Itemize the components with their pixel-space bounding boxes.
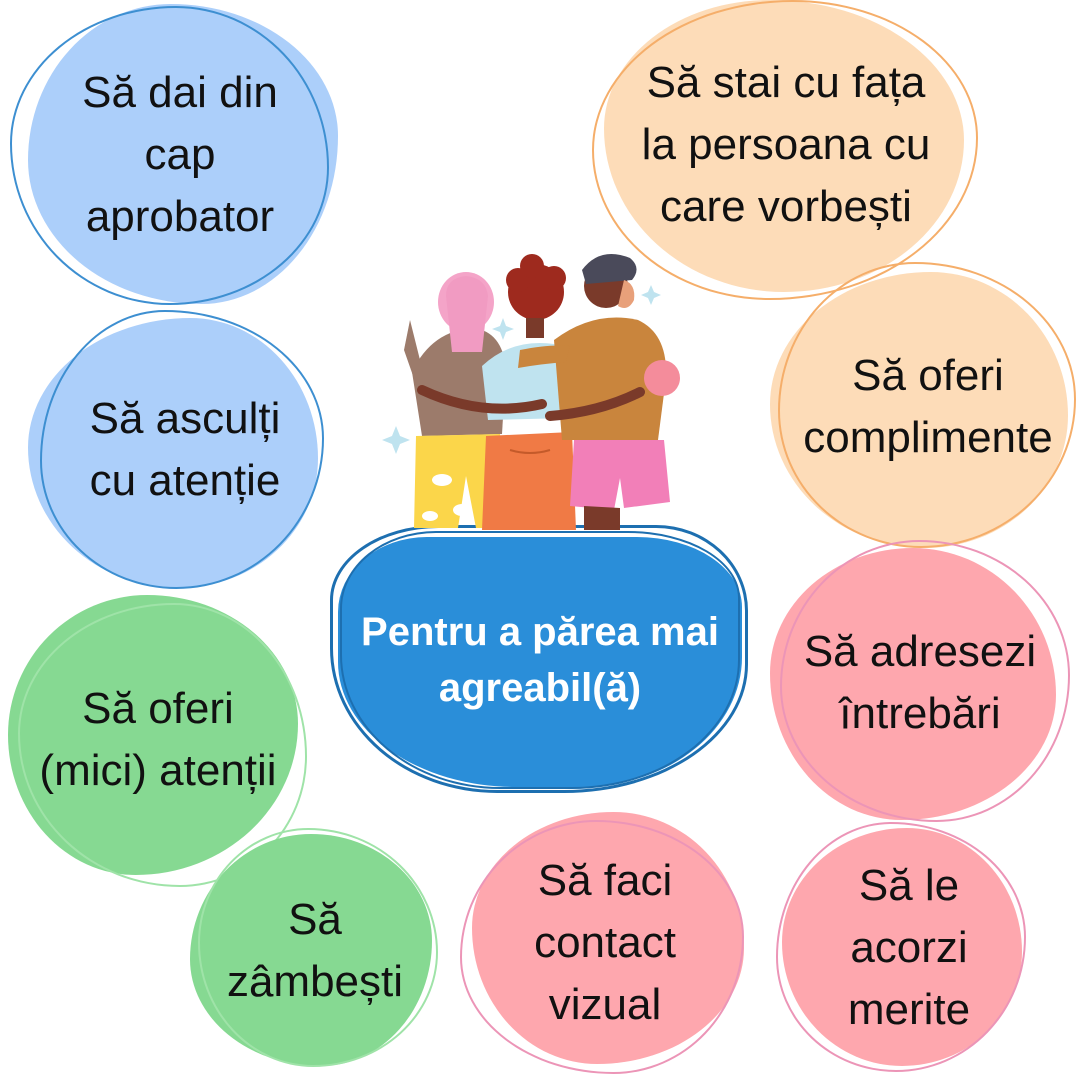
bubble-face: Să stai cu fața la persoana cu care vorb…	[592, 0, 980, 300]
center-title: Pentru a părea mai agreabil(ă)	[361, 610, 719, 710]
person-middle	[482, 254, 576, 530]
bubble-nod-text: Să dai din cap aprobator	[82, 68, 278, 241]
bubble-smile: Să zâmbești	[190, 828, 440, 1073]
bubble-questions: Să adresezi întrebări	[770, 540, 1070, 826]
bubble-merits-text: Să le acorzi merite	[847, 861, 971, 1034]
bubble-smile-text: Să zâmbești	[226, 894, 404, 1006]
bubble-eye-contact-text: Să faci contact vizual	[534, 856, 676, 1029]
three-friends-hugging-illustration	[370, 240, 700, 530]
center-title-bubble: Pentru a părea mai agreabil(ă)	[330, 525, 750, 795]
bubble-face-text: Să stai cu fața la persoana cu care vorb…	[641, 58, 931, 231]
bubble-nod: Să dai din cap aprobator	[10, 0, 340, 310]
bubble-compliments-text: Să oferi complimente	[803, 351, 1053, 462]
sparkle-icons	[382, 285, 661, 454]
bubble-attentions-text: Să oferi (mici) atenții	[39, 684, 277, 795]
bubble-merits: Să le acorzi merite	[776, 822, 1030, 1074]
bubble-eye-contact: Să faci contact vizual	[460, 812, 750, 1074]
bubble-listen: Să asculți cu atenție	[28, 310, 328, 590]
bubble-listen-text: Să asculți cu atenție	[89, 394, 281, 505]
bubble-compliments: Să oferi complimente	[770, 262, 1076, 552]
friends-svg	[382, 254, 680, 530]
bubble-questions-text: Să adresezi întrebări	[803, 627, 1037, 738]
bubble-attentions: Să oferi (mici) atenții	[8, 595, 308, 887]
